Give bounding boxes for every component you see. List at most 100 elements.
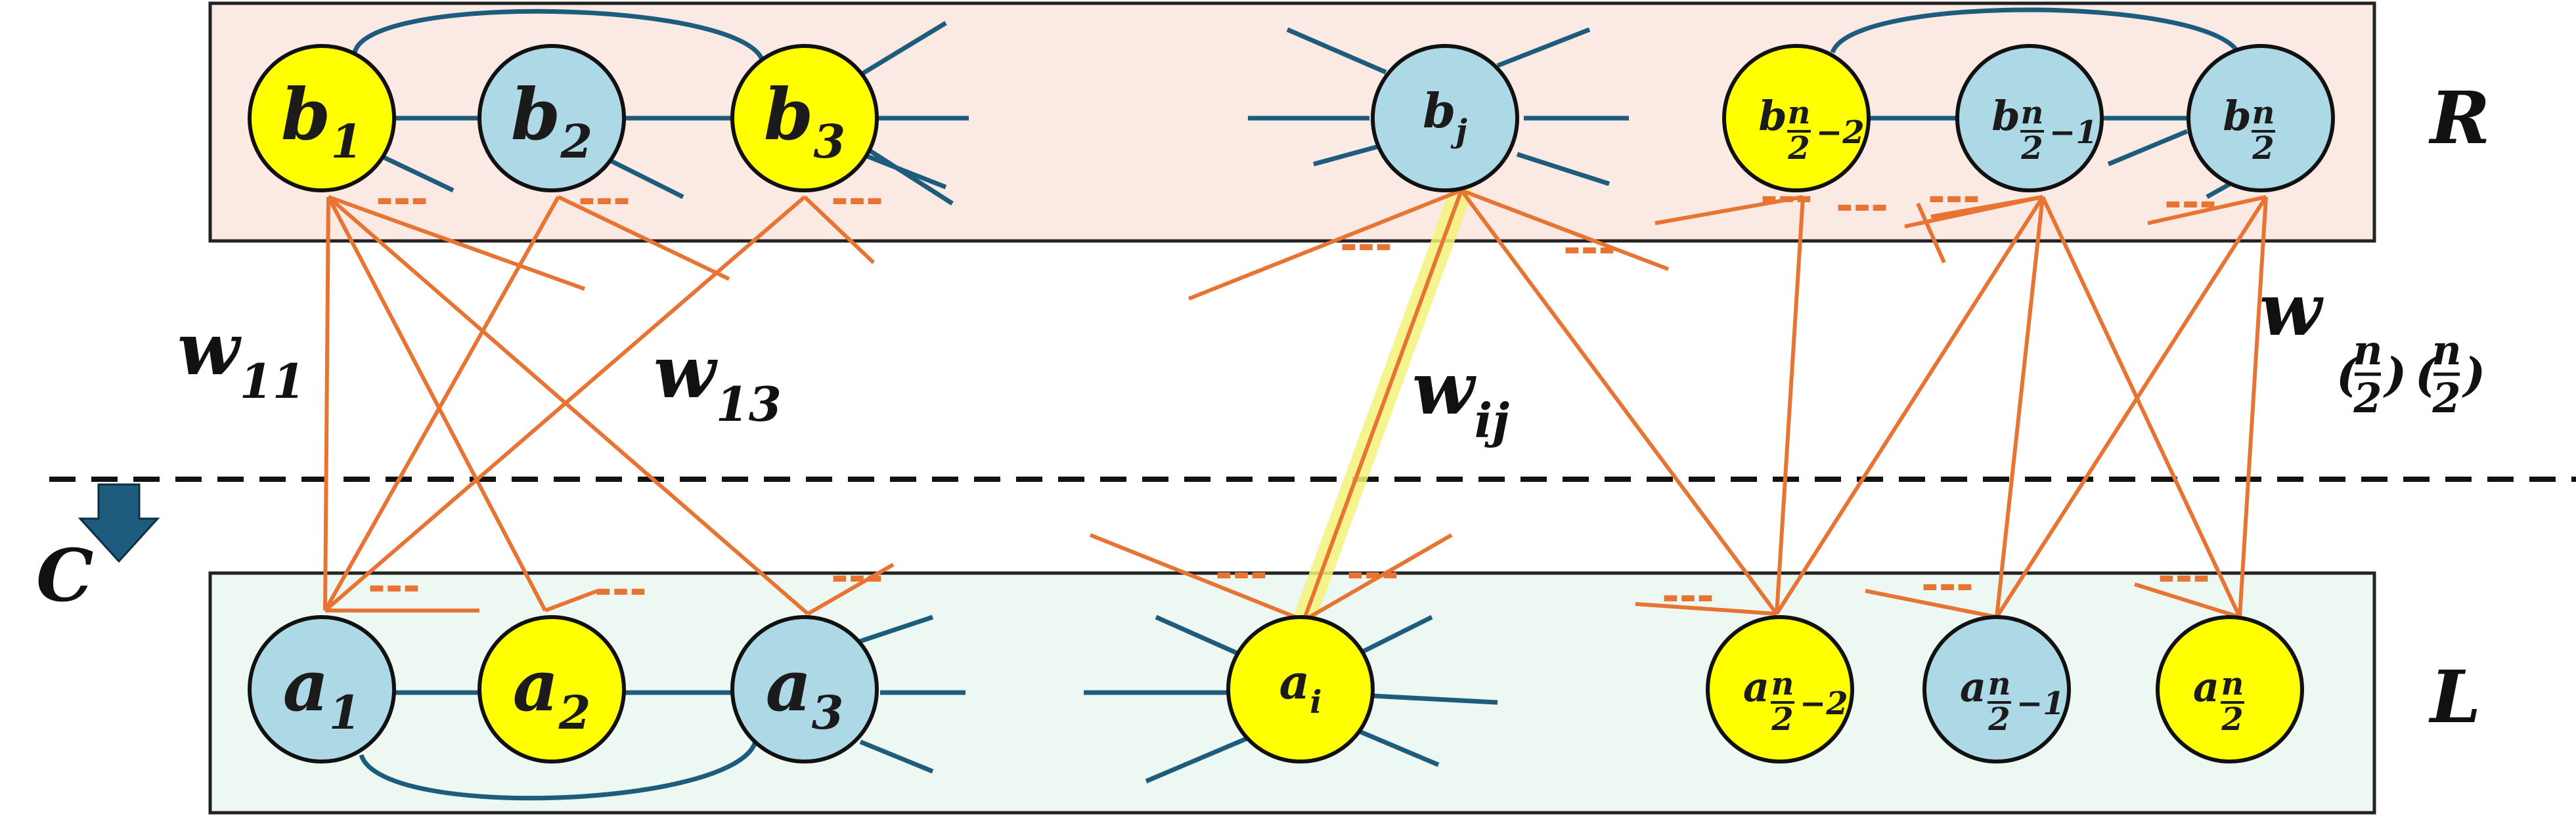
edge-stub: [1460, 188, 1670, 271]
fraction-denominator: 2: [1787, 130, 1810, 167]
fraction-numerator: n: [2353, 326, 2382, 374]
edge-stub: [1302, 533, 1453, 622]
inner-edge: [1830, 7, 2242, 57]
ellipsis-mark: ---: [831, 553, 883, 601]
down-arrow-icon: [78, 483, 160, 563]
ellipsis-mark: ---: [2158, 553, 2210, 601]
weight-symbol: w11: [177, 307, 305, 409]
cross-edge-bn2m1-an2m2: [1775, 196, 2045, 615]
node-a3: a3: [730, 615, 879, 763]
node-circle: [2156, 615, 2304, 763]
subscript-tail: −2: [1816, 114, 1865, 151]
edge-stub: [1654, 195, 1804, 225]
cut-label: C: [36, 533, 94, 618]
node-label: a1: [283, 645, 361, 740]
node-b1: b1: [248, 44, 396, 192]
node-bj: bj: [1371, 44, 1519, 192]
ellipsis-mark: ---: [1836, 182, 1888, 230]
edge-stub: [1313, 142, 1387, 167]
edge-stub: [803, 195, 876, 265]
edge-stub: [2107, 129, 2188, 167]
node-label: a: [1960, 663, 1986, 711]
node-circle: [730, 615, 879, 763]
node-label: a: [1743, 663, 1769, 711]
cross-edge-b3-a1: [324, 195, 806, 612]
fraction-denominator: 2: [2353, 374, 2382, 422]
subscript-tail: −2: [1800, 685, 1848, 722]
subscript-tail: −1: [2049, 114, 2098, 151]
fraction-denominator: 2: [1771, 701, 1793, 738]
edge-stub: [1496, 27, 1591, 68]
node-label: b: [1758, 92, 1787, 140]
node-circle: [248, 44, 396, 192]
inner-edge: [359, 741, 758, 801]
ellipsis-mark: ---: [1346, 549, 1399, 598]
edge-stub: [853, 614, 934, 646]
edge-label-w11: w11: [177, 307, 305, 409]
node-label: b3: [764, 74, 845, 169]
inner-edge: [352, 9, 765, 60]
edge-label-wn2n2: w(n2)(n2): [2259, 267, 2485, 422]
node-label: b2: [511, 74, 592, 169]
edge-stub: [1352, 726, 1440, 767]
node-circle: [1371, 44, 1519, 192]
cross-edge-b1-a2: [326, 196, 547, 612]
weight-symbol: w: [2259, 267, 2324, 352]
node-circle: [248, 615, 396, 763]
node-label: a: [2193, 663, 2219, 711]
node-label: bj: [1423, 83, 1467, 150]
subscript-tail: −1: [2016, 685, 2065, 722]
edge-stub: [853, 21, 947, 81]
node-circle: [477, 44, 626, 192]
cross-edge-bn2m1-an2m1: [1995, 196, 2045, 618]
ellipsis-mark: ---: [1215, 549, 1268, 598]
fraction-numerator: n: [2432, 326, 2461, 374]
edge-stub: [544, 589, 599, 612]
cross-edge-b1-a1: [323, 196, 330, 611]
edge-stub: [610, 158, 684, 200]
fraction-numerator: n: [1788, 95, 1811, 131]
node-label: a3: [766, 645, 844, 740]
edge-stub: [1865, 589, 1997, 619]
fraction-numerator: n: [1771, 666, 1794, 702]
ellipsis-mark: ---: [376, 175, 428, 224]
cross-edge-bn2-an2m1: [1995, 196, 2268, 618]
node-label: b: [2223, 92, 2251, 140]
edge-stub: [383, 155, 455, 193]
paren-close: ): [2462, 347, 2485, 402]
ellipsis-mark: ---: [1340, 221, 1392, 270]
edge-stub: [327, 195, 586, 291]
node-circle: [1706, 615, 1854, 763]
edge-stub: [1155, 614, 1246, 659]
edge-stub: [1635, 602, 1777, 616]
cross-edge-b1-a3: [327, 195, 809, 616]
fraction-denominator: 2: [1988, 701, 2010, 738]
node-label: ai: [1279, 654, 1322, 721]
edge-stub: [1145, 733, 1256, 784]
edge-stub: [1188, 188, 1463, 301]
edge-stub: [2134, 582, 2240, 619]
fraction-denominator: 2: [2432, 374, 2460, 422]
edge-stub: [2147, 195, 2267, 225]
node-ai: ai: [1226, 615, 1375, 763]
weight-symbol: wij: [1412, 346, 1509, 448]
edge-stub: [1916, 202, 1946, 264]
cross-edge-bn2m2-an2m2: [1775, 196, 1805, 614]
set-label-r: R: [2428, 75, 2490, 160]
edge-stub: [557, 195, 730, 281]
edge-stub: [1516, 152, 1610, 186]
node-a2: a2: [477, 615, 626, 763]
ellipsis-mark: ---: [1662, 572, 1714, 621]
edge-stub: [1286, 27, 1387, 75]
cross-edge-bj-an2m2: [1459, 189, 1779, 615]
node-b3: b3: [730, 44, 879, 192]
node-label: a2: [513, 645, 591, 740]
ellipsis-mark: ---: [2164, 179, 2217, 227]
node-circle: [730, 44, 879, 192]
ellipsis-mark: ---: [368, 563, 420, 611]
node-circle: [1226, 615, 1375, 763]
